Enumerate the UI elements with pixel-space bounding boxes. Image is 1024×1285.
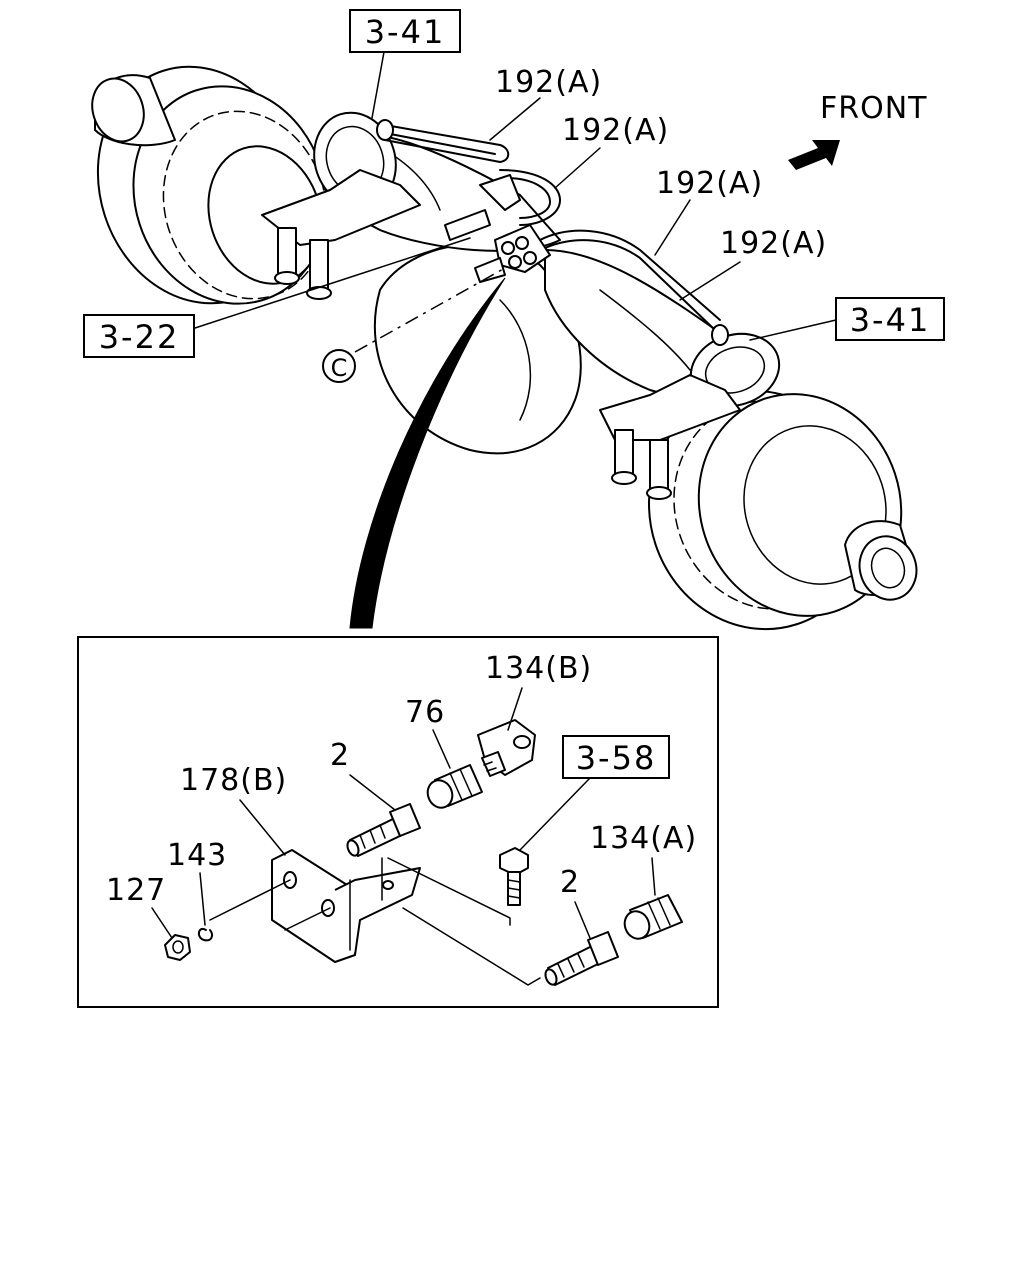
part-label: 192(A) <box>562 113 669 148</box>
ref-label: 3-41 <box>850 301 931 339</box>
marker-letter: C <box>331 354 348 382</box>
part-label: 192(A) <box>495 65 602 100</box>
callout-192a-1: 192(A) <box>489 65 602 141</box>
label-134a: 134(A) <box>590 821 697 856</box>
label-127: 127 <box>106 873 166 908</box>
part-76-sleeve <box>426 764 483 809</box>
ref-label: 3-22 <box>99 318 180 356</box>
front-arrow-icon <box>788 140 840 170</box>
label-143: 143 <box>167 838 227 873</box>
part-178b-bracket <box>209 849 541 986</box>
part-2-upper-union <box>346 803 421 857</box>
detail-view-c: 134(B) 76 2 <box>77 636 719 1008</box>
callout-3-41-top: 3-41 <box>349 9 461 119</box>
detail-pointer <box>349 277 506 629</box>
callout-3-58-box <box>562 735 670 779</box>
callout-192a-3: 192(A) <box>654 166 763 256</box>
label-3-58: 3-58 <box>576 739 657 777</box>
front-direction-indicator: FRONT <box>788 91 927 170</box>
part-143-snap-ring <box>198 927 213 942</box>
part-134a-sleeve <box>623 894 683 940</box>
part-2-lower-union <box>544 931 619 986</box>
left-spring-seat <box>261 169 421 300</box>
label-2-lower: 2 <box>560 865 580 900</box>
front-label: FRONT <box>820 91 927 126</box>
part-134b-elbow <box>477 719 536 777</box>
callout-192a-2: 192(A) <box>554 113 669 189</box>
callout-192a-4: 192(A) <box>679 226 827 301</box>
label-2-upper: 2 <box>330 738 350 773</box>
label-76: 76 <box>405 695 445 730</box>
pipe-connector-block <box>444 174 551 283</box>
right-spring-seat <box>599 374 741 500</box>
part-label: 192(A) <box>720 226 827 261</box>
label-134b: 134(B) <box>485 651 592 686</box>
part-3-58-bolt <box>499 847 529 906</box>
callout-3-22: 3-22 <box>83 314 195 358</box>
detail-marker-c: C <box>322 349 356 383</box>
part-label: 192(A) <box>656 166 763 201</box>
rear-axle-assembly <box>91 65 918 631</box>
ref-label: 3-41 <box>365 13 446 51</box>
label-178b: 178(B) <box>180 763 287 798</box>
part-127-nut <box>164 934 191 961</box>
brake-pipes <box>376 119 729 346</box>
callout-3-41-right: 3-41 <box>749 297 945 341</box>
